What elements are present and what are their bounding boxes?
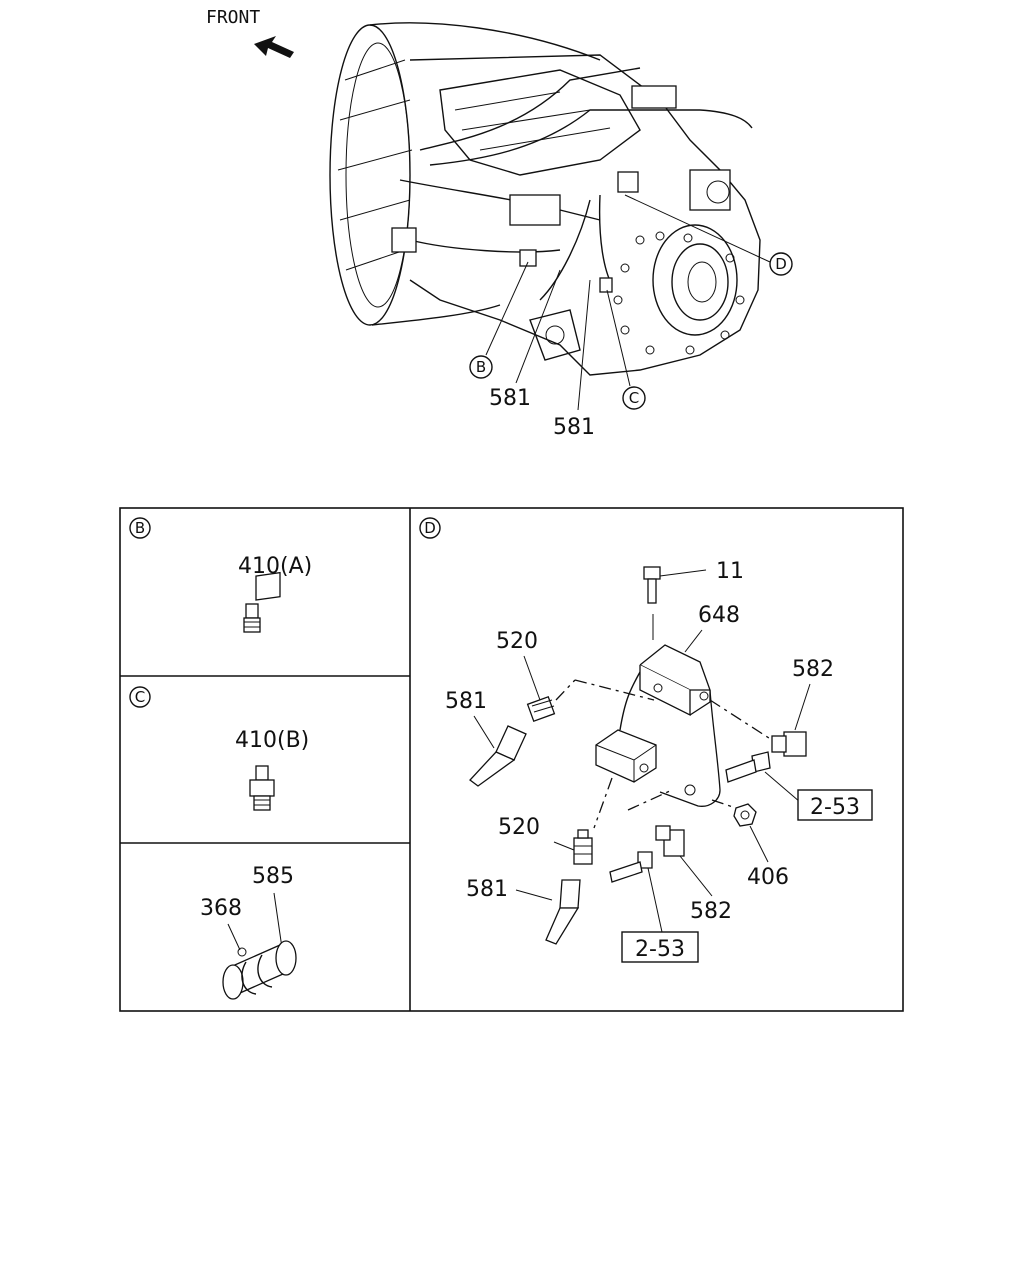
nut-406	[733, 803, 757, 827]
panel-c: C 410(B)	[129, 686, 309, 811]
part-520-label: 520	[498, 815, 540, 840]
overview-illustration: FRONT	[206, 7, 793, 440]
ref-2-53-box: 2-53	[621, 931, 699, 963]
bolt-upper	[725, 751, 771, 783]
panel-d-letter: D	[424, 519, 436, 537]
callout-c: C	[622, 386, 646, 410]
front-arrow-icon	[254, 36, 294, 58]
part-520-label: 520	[496, 629, 538, 654]
part-410b-label: 410(B)	[235, 728, 309, 753]
part-581-label: 581	[445, 689, 487, 714]
callout-d: D	[769, 252, 793, 276]
part-368-label: 368	[200, 896, 242, 921]
hose-581-lower	[545, 879, 581, 945]
front-label: FRONT	[206, 7, 260, 28]
svg-text:2-53: 2-53	[635, 937, 685, 962]
svg-text:C: C	[629, 389, 639, 407]
part-581-label: 581	[489, 386, 531, 411]
part-406-label: 406	[747, 865, 789, 890]
panel-b: B 410(A)	[129, 517, 312, 633]
panel-d: D 11 648 520	[419, 517, 873, 963]
elbow-fitting-582-upper	[771, 731, 807, 757]
connector-520-lower	[573, 829, 593, 865]
panel-b-letter: B	[135, 519, 145, 537]
svg-text:2-53: 2-53	[810, 795, 860, 820]
straight-fitting-410b	[249, 765, 275, 811]
connector-520-upper	[526, 695, 556, 723]
part-11-label: 11	[716, 559, 744, 584]
part-581-label: 581	[466, 877, 508, 902]
transmission-body	[329, 22, 761, 376]
elbow-fitting-582-lower	[655, 825, 685, 857]
callout-b: B	[469, 355, 493, 379]
bracket-648	[595, 644, 721, 807]
part-648-label: 648	[698, 603, 740, 628]
panel-c-letter: C	[135, 688, 145, 706]
pipe-clamp-585	[222, 940, 297, 1000]
detail-frame	[119, 507, 904, 1012]
elbow-fitting-410a	[243, 571, 281, 633]
hose-581-upper	[469, 725, 527, 787]
part-582-label: 582	[690, 899, 732, 924]
panel-clamp: 585 368	[200, 864, 297, 1000]
part-585-label: 585	[252, 864, 294, 889]
part-582-label: 582	[792, 657, 834, 682]
bolt-11	[643, 566, 661, 604]
bolt-lower	[609, 851, 653, 883]
svg-text:B: B	[476, 358, 486, 376]
ref-2-53-box: 2-53	[797, 789, 873, 821]
part-581-label: 581	[553, 415, 595, 440]
svg-text:D: D	[775, 255, 787, 273]
